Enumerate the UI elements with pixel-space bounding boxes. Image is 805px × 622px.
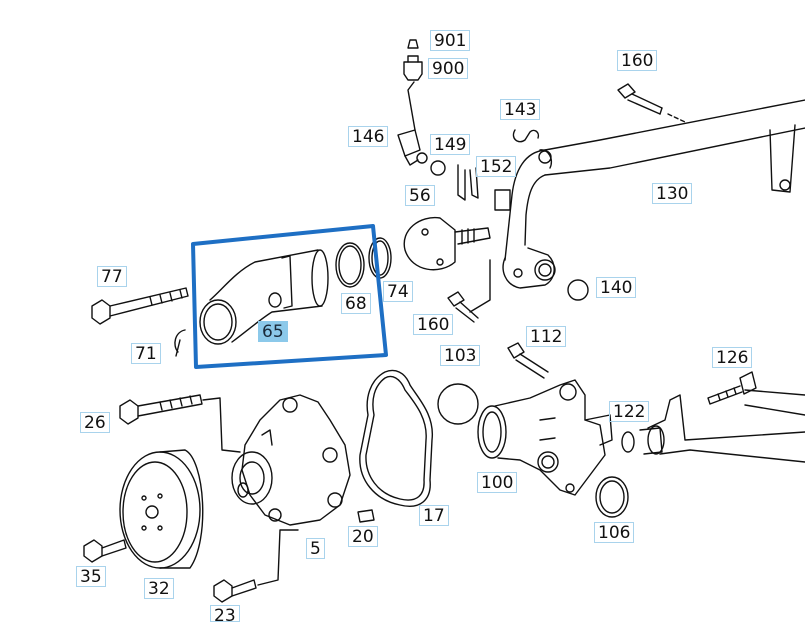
selected-part-highlight bbox=[191, 224, 388, 369]
housing-100-drawing bbox=[477, 379, 613, 496]
callout-901[interactable]: 901 bbox=[430, 30, 471, 51]
callout-56[interactable]: 56 bbox=[405, 185, 435, 206]
callout-68[interactable]: 68 bbox=[341, 293, 371, 314]
callout-146[interactable]: 146 bbox=[348, 126, 389, 147]
bolt-112-drawing bbox=[507, 342, 549, 379]
callout-140[interactable]: 140 bbox=[596, 277, 637, 298]
bolt-26-drawing bbox=[119, 394, 241, 453]
o-ring-122-drawing bbox=[621, 431, 635, 453]
pin-20-drawing bbox=[357, 509, 375, 523]
clip-152-drawing bbox=[457, 164, 479, 201]
callout-20[interactable]: 20 bbox=[348, 526, 378, 547]
thermostat-56-drawing bbox=[403, 216, 491, 271]
callout-71[interactable]: 71 bbox=[131, 343, 161, 364]
bolt-23-drawing bbox=[213, 579, 257, 603]
callout-149[interactable]: 149 bbox=[430, 134, 471, 155]
bolt-160-top-drawing bbox=[617, 83, 686, 123]
callout-122[interactable]: 122 bbox=[609, 401, 650, 422]
pipe-right-drawing bbox=[639, 389, 805, 463]
callout-130[interactable]: 130 bbox=[652, 183, 693, 204]
seal-106-drawing bbox=[595, 476, 629, 518]
bolt-160-lower-drawing bbox=[447, 291, 479, 323]
callout-126[interactable]: 126 bbox=[712, 347, 753, 368]
callout-103[interactable]: 103 bbox=[440, 345, 481, 366]
callout-74[interactable]: 74 bbox=[383, 281, 413, 302]
clip-143-drawing bbox=[512, 129, 540, 143]
seal-ring-140-drawing bbox=[567, 279, 589, 301]
callout-152[interactable]: 152 bbox=[476, 156, 517, 177]
bolt-126-drawing bbox=[707, 371, 757, 405]
gasket-17-drawing bbox=[359, 369, 433, 507]
callout-112[interactable]: 112 bbox=[526, 326, 567, 347]
sensor-146-drawing bbox=[397, 39, 428, 166]
coolant-pipe-drawing bbox=[469, 99, 805, 313]
bolt-77-drawing bbox=[91, 287, 189, 325]
callout-35[interactable]: 35 bbox=[76, 566, 106, 587]
pulley-32-drawing bbox=[119, 449, 204, 569]
callout-900[interactable]: 900 bbox=[428, 58, 469, 79]
water-pump-5-drawing bbox=[231, 394, 351, 586]
elbow-pipe-65-drawing bbox=[199, 249, 329, 345]
seal-103-drawing bbox=[437, 383, 479, 425]
callout-160-lower[interactable]: 160 bbox=[413, 314, 454, 335]
callout-143[interactable]: 143 bbox=[500, 99, 541, 120]
clip-71-drawing bbox=[174, 329, 186, 357]
callout-100[interactable]: 100 bbox=[477, 472, 518, 493]
callout-32[interactable]: 32 bbox=[144, 578, 174, 599]
o-ring-149-drawing bbox=[430, 160, 446, 176]
callout-160-top[interactable]: 160 bbox=[617, 50, 658, 71]
callout-106[interactable]: 106 bbox=[594, 522, 635, 543]
callout-65-selected[interactable]: 65 bbox=[258, 321, 288, 342]
callout-5[interactable]: 5 bbox=[306, 538, 325, 559]
callout-17[interactable]: 17 bbox=[419, 505, 449, 526]
bolt-35-drawing bbox=[83, 539, 127, 563]
callout-77[interactable]: 77 bbox=[97, 266, 127, 287]
callout-26[interactable]: 26 bbox=[80, 412, 110, 433]
seal-rings-68-74-drawing bbox=[335, 237, 392, 288]
callout-23[interactable]: 23 bbox=[210, 605, 240, 622]
